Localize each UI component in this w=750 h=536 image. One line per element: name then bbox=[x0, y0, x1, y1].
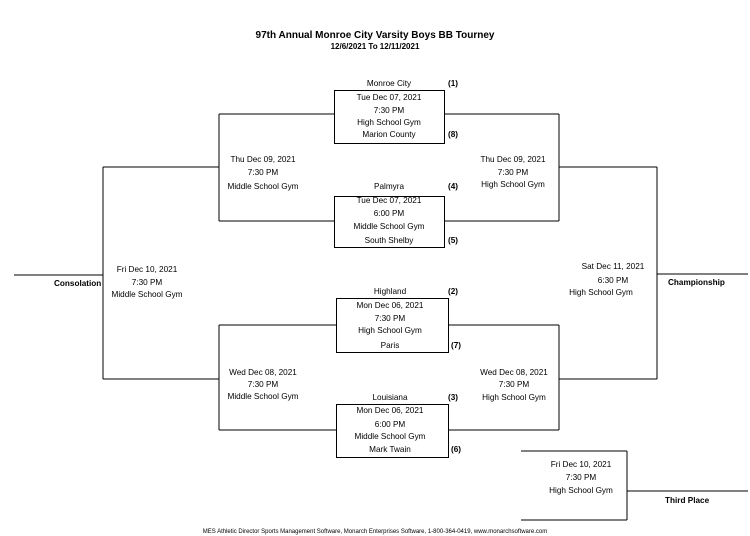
game-venue: Middle School Gym bbox=[353, 222, 425, 231]
seed-top: (3) bbox=[448, 393, 459, 402]
championship-date: Sat Dec 11, 2021 bbox=[581, 262, 645, 271]
seed-bottom: (6) bbox=[451, 445, 462, 454]
semifinal-date: Wed Dec 08, 2021 bbox=[480, 368, 548, 377]
third-place-time: 7:30 PM bbox=[565, 473, 597, 482]
semifinal-time: 7:30 PM bbox=[497, 168, 529, 177]
consolation-venue: Middle School Gym bbox=[111, 290, 183, 299]
game-time: 7:30 PM bbox=[374, 314, 406, 323]
team-top: Louisiana bbox=[372, 393, 408, 402]
semifinal-date: Thu Dec 09, 2021 bbox=[230, 155, 296, 164]
consolation-time: 7:30 PM bbox=[131, 278, 163, 287]
game-date: Mon Dec 06, 2021 bbox=[356, 406, 424, 415]
seed-top: (1) bbox=[448, 79, 459, 88]
game-venue: High School Gym bbox=[357, 118, 421, 127]
game-time: 6:00 PM bbox=[374, 420, 406, 429]
game-time: 7:30 PM bbox=[373, 106, 405, 115]
team-bottom: South Shelby bbox=[364, 236, 414, 245]
seed-bottom: (8) bbox=[448, 130, 459, 139]
team-bottom: Marion County bbox=[362, 130, 416, 139]
team-top: Monroe City bbox=[366, 79, 412, 88]
seed-bottom: (5) bbox=[448, 236, 459, 245]
semifinal-venue: High School Gym bbox=[481, 180, 545, 189]
semifinal-date: Thu Dec 09, 2021 bbox=[480, 155, 546, 164]
game-box-1 bbox=[334, 90, 445, 144]
seed-top: (4) bbox=[448, 182, 459, 191]
game-box-3 bbox=[336, 298, 449, 353]
tournament-date-range: 12/6/2021 To 12/11/2021 bbox=[330, 42, 420, 51]
team-bottom: Paris bbox=[380, 341, 400, 350]
team-bottom: Mark Twain bbox=[369, 445, 411, 454]
semifinal-venue: Middle School Gym bbox=[227, 392, 299, 401]
game-venue: Middle School Gym bbox=[354, 432, 426, 441]
third-place-date: Fri Dec 10, 2021 bbox=[550, 460, 612, 469]
semifinal-date: Wed Dec 08, 2021 bbox=[229, 368, 297, 377]
semifinal-time: 7:30 PM bbox=[247, 380, 279, 389]
game-date: Tue Dec 07, 2021 bbox=[356, 196, 422, 205]
semifinal-time: 7:30 PM bbox=[247, 168, 279, 177]
game-box-4 bbox=[336, 404, 449, 458]
championship-time: 6:30 PM bbox=[597, 276, 629, 285]
consolation-date: Fri Dec 10, 2021 bbox=[116, 265, 178, 274]
consolation-label: Consolation bbox=[54, 279, 102, 288]
tournament-title: 97th Annual Monroe City Varsity Boys BB … bbox=[255, 30, 495, 41]
game-date: Tue Dec 07, 2021 bbox=[356, 93, 422, 102]
semifinal-venue: High School Gym bbox=[482, 393, 546, 402]
seed-bottom: (7) bbox=[451, 341, 462, 350]
third-place-venue: High School Gym bbox=[549, 486, 613, 495]
third-place-label: Third Place bbox=[665, 496, 710, 505]
team-top: Highland bbox=[373, 287, 407, 296]
team-top: Palmyra bbox=[373, 182, 405, 191]
game-venue: High School Gym bbox=[358, 326, 422, 335]
championship-venue: High School Gym bbox=[569, 288, 633, 297]
footer-text: MES Athletic Director Sports Management … bbox=[202, 529, 548, 535]
seed-top: (2) bbox=[448, 287, 459, 296]
championship-label: Championship bbox=[668, 278, 725, 287]
game-time: 6:00 PM bbox=[373, 209, 405, 218]
semifinal-venue: Middle School Gym bbox=[227, 182, 299, 191]
semifinal-time: 7:30 PM bbox=[498, 380, 530, 389]
game-box-2 bbox=[334, 196, 445, 248]
game-date: Mon Dec 06, 2021 bbox=[356, 301, 424, 310]
